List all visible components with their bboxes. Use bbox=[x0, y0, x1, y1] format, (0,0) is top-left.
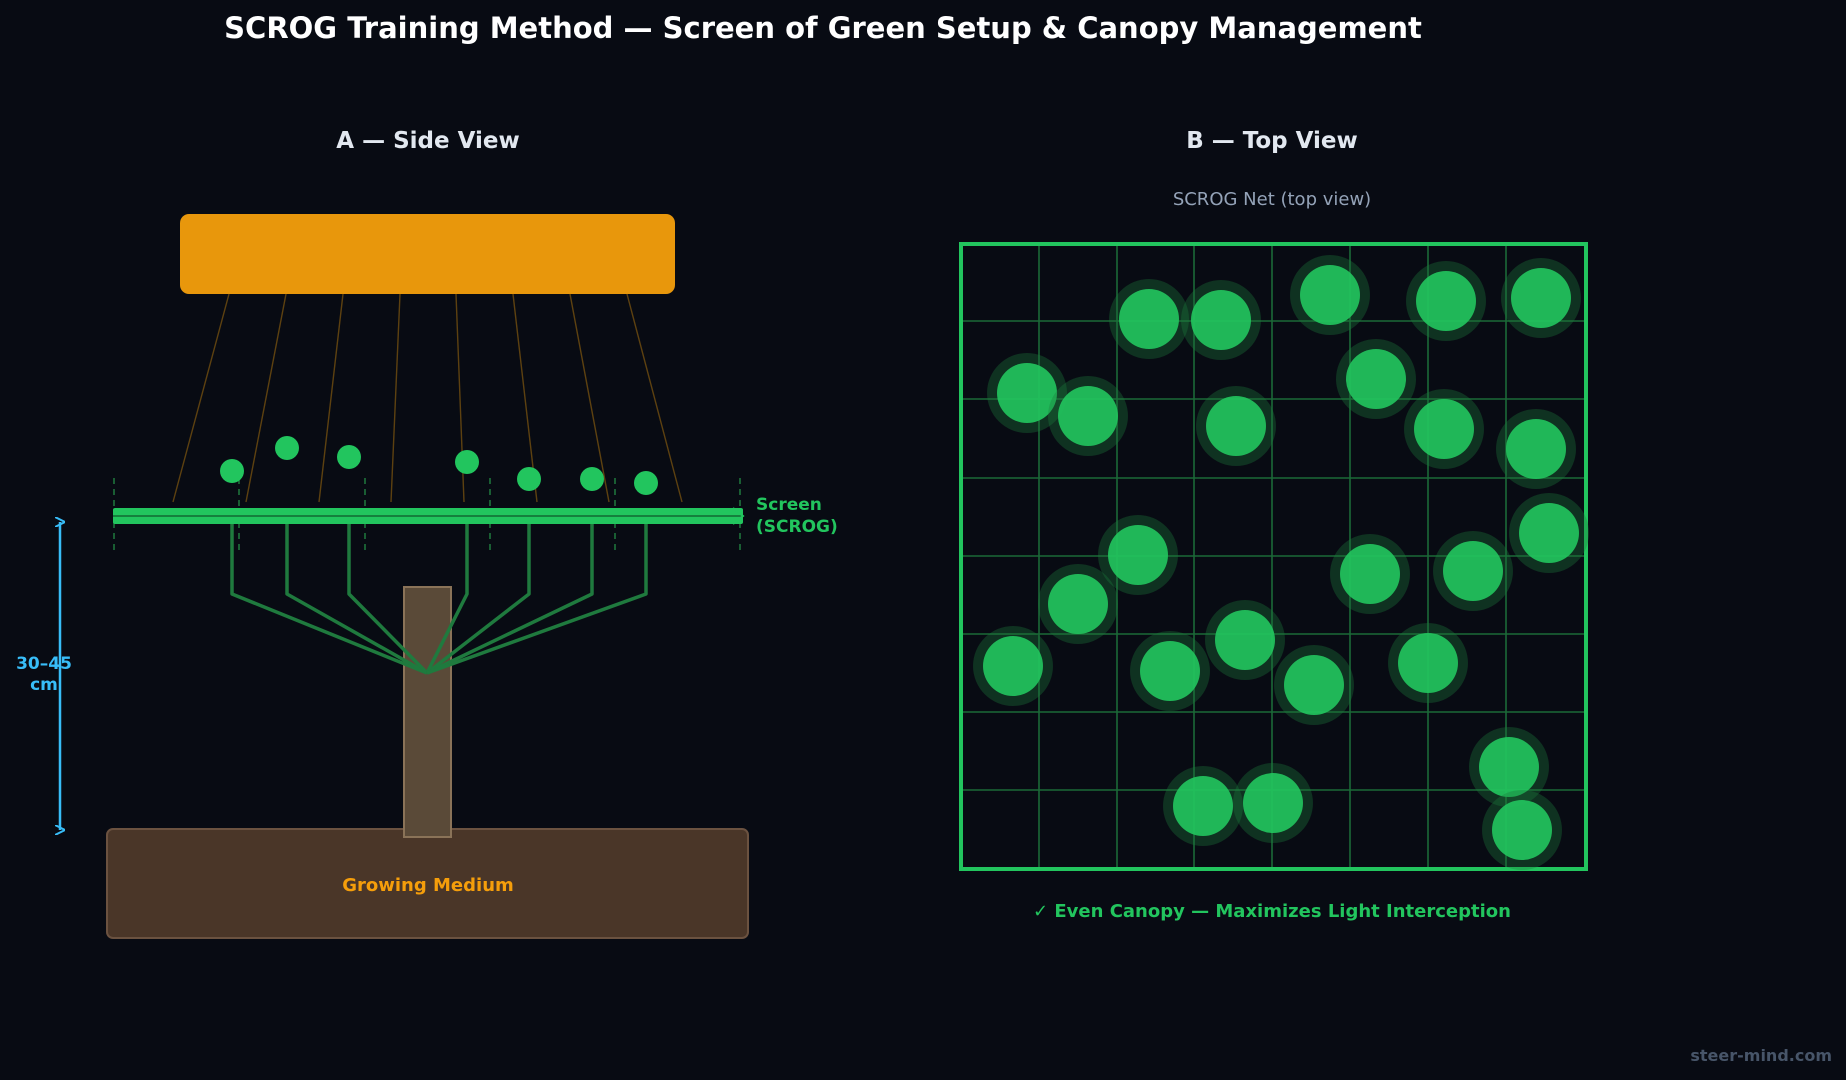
top-bud bbox=[1496, 409, 1576, 489]
main-stem bbox=[403, 586, 452, 838]
top-bud bbox=[1109, 279, 1189, 359]
scrog-net-frame bbox=[959, 242, 1588, 871]
top-bud bbox=[973, 626, 1053, 706]
top-bud bbox=[1233, 763, 1313, 843]
top-bud bbox=[1038, 564, 1118, 644]
top-bud bbox=[1205, 600, 1285, 680]
screen-label: Screen bbox=[756, 495, 822, 515]
height-label-unit: cm bbox=[30, 675, 58, 695]
top-buds bbox=[973, 255, 1589, 870]
side-bud bbox=[275, 436, 299, 460]
top-bud bbox=[1469, 727, 1549, 807]
watermark: steer-mind.com bbox=[1690, 1046, 1832, 1065]
page-title: SCROG Training Method — Screen of Green … bbox=[224, 11, 1422, 45]
grow-light bbox=[180, 214, 675, 294]
side-bud bbox=[580, 467, 604, 491]
top-bud bbox=[1406, 261, 1486, 341]
screen-label-sub: (SCROG) bbox=[756, 517, 838, 537]
top-bud bbox=[1048, 376, 1128, 456]
top-bud bbox=[1290, 255, 1370, 335]
top-bud bbox=[1330, 534, 1410, 614]
top-bud bbox=[1098, 515, 1178, 595]
top-bud bbox=[1274, 645, 1354, 725]
side-view-panel: A — Side View Growing Medium bbox=[16, 128, 838, 939]
top-view-panel: B — Top View SCROG Net (top view) bbox=[959, 128, 1589, 922]
top-bud bbox=[1482, 790, 1562, 870]
top-bud bbox=[1509, 493, 1589, 573]
growing-medium-label: Growing Medium bbox=[342, 875, 514, 896]
trained-branches bbox=[230, 520, 648, 675]
top-bud bbox=[1196, 386, 1276, 466]
canopy-caption: ✓ Even Canopy — Maximizes Light Intercep… bbox=[1033, 901, 1511, 922]
side-bud bbox=[220, 459, 244, 483]
side-bud bbox=[517, 467, 541, 491]
top-bud bbox=[987, 353, 1067, 433]
side-bud bbox=[634, 471, 658, 495]
top-bud bbox=[1336, 339, 1416, 419]
height-label: 30–45 bbox=[16, 654, 72, 674]
top-bud bbox=[1130, 631, 1210, 711]
top-bud bbox=[1501, 258, 1581, 338]
light-rays bbox=[172, 293, 683, 503]
side-view-heading: A — Side View bbox=[336, 128, 519, 154]
top-view-heading: B — Top View bbox=[1186, 128, 1358, 154]
top-bud bbox=[1433, 531, 1513, 611]
side-bud bbox=[455, 450, 479, 474]
top-bud bbox=[1388, 623, 1468, 703]
top-bud bbox=[1163, 766, 1243, 846]
side-buds bbox=[220, 436, 658, 495]
side-bud bbox=[337, 445, 361, 469]
net-label: SCROG Net (top view) bbox=[1173, 189, 1371, 210]
top-bud bbox=[1404, 389, 1484, 469]
scrog-screen bbox=[113, 507, 745, 525]
top-bud bbox=[1181, 280, 1261, 360]
